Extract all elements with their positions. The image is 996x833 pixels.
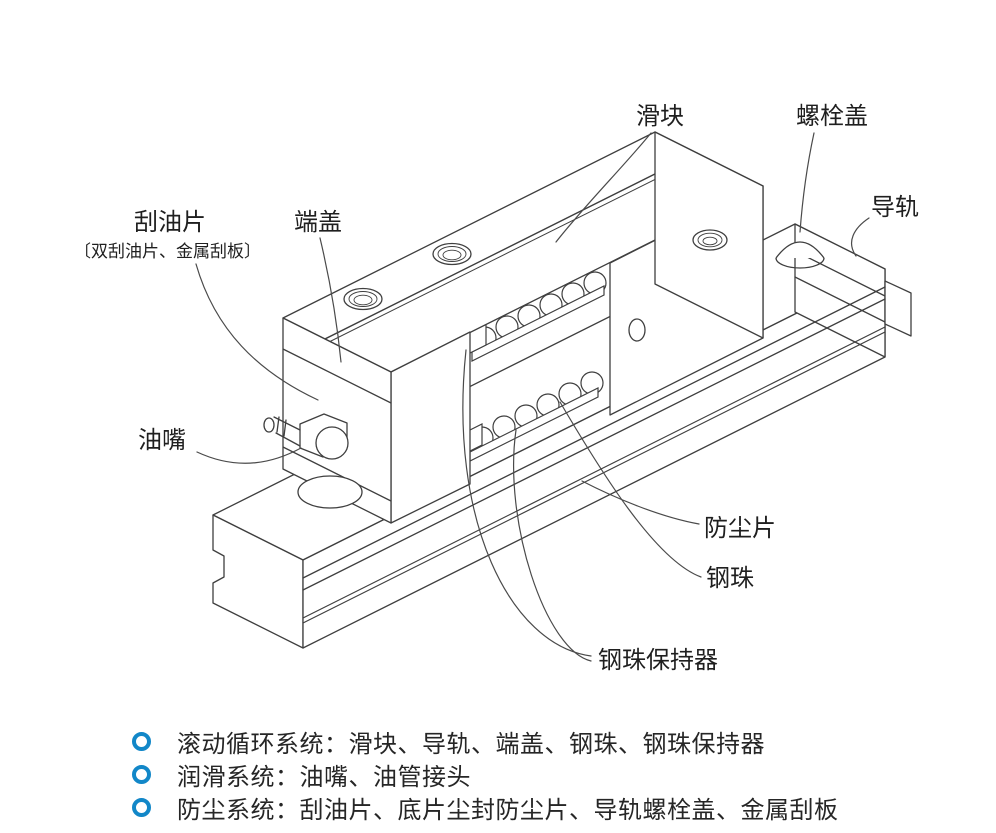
legend-item-text: 润滑系统：油嘴、油管接头 xyxy=(177,763,471,791)
slider-block-drawing xyxy=(282,131,764,524)
list-item: 滚动循环系统：滑块、导轨、端盖、钢珠、钢珠保持器 xyxy=(132,727,765,758)
label-rail: 导轨 xyxy=(871,194,919,221)
leader-grease-nipple xyxy=(196,447,302,464)
label-oil-scraper: 刮油片 xyxy=(134,209,206,236)
bullet-icon xyxy=(132,797,151,817)
label-bolt-cover: 螺栓盖 xyxy=(796,103,868,130)
linear-guide-diagram: 滑块 螺栓盖 导轨 刮油片 〔双刮油片、金属刮板〕 端盖 油嘴 防尘片 钢珠 钢… xyxy=(74,103,919,674)
legend-item-text: 防尘系统：刮油片、底片尘封防尘片、导轨螺栓盖、金属刮板 xyxy=(177,796,839,824)
label-steel-ball: 钢珠 xyxy=(706,565,754,592)
label-grease-nipple: 油嘴 xyxy=(138,427,186,454)
callout-labels: 滑块 螺栓盖 导轨 刮油片 〔双刮油片、金属刮板〕 端盖 油嘴 防尘片 钢珠 钢… xyxy=(74,103,919,674)
leader-bolt-cover xyxy=(799,132,815,233)
leader-retainer-2 xyxy=(513,429,592,662)
list-item: 润滑系统：油嘴、油管接头 xyxy=(132,760,471,791)
label-oil-scraper-sub: 〔双刮油片、金属刮板〕 xyxy=(74,242,261,261)
grease-nipple-drawing xyxy=(263,413,363,509)
leader-slider xyxy=(555,132,652,243)
bullet-icon xyxy=(132,731,151,751)
label-slider: 滑块 xyxy=(636,103,684,130)
label-end-cap: 端盖 xyxy=(294,209,342,236)
leader-end-cap xyxy=(319,237,342,363)
leader-dust-sheet xyxy=(581,480,700,525)
bullet-icon xyxy=(132,764,151,784)
legend-item-text: 滚动循环系统：滑块、导轨、端盖、钢珠、钢珠保持器 xyxy=(177,730,765,758)
leader-rail xyxy=(851,217,870,257)
leader-steel-ball xyxy=(559,401,702,578)
block-threaded-holes xyxy=(343,229,728,311)
bolt-cover-dome xyxy=(775,241,825,269)
list-item: 防尘系统：刮油片、底片尘封防尘片、导轨螺栓盖、金属刮板 xyxy=(132,793,839,824)
label-dust-sheet: 防尘片 xyxy=(704,515,776,542)
leader-lines xyxy=(195,132,870,662)
label-ball-retainer: 钢珠保持器 xyxy=(598,647,718,674)
leader-oil-scraper xyxy=(195,263,319,401)
dust-sheet-strip xyxy=(302,326,886,624)
leader-retainer-1 xyxy=(462,349,592,657)
